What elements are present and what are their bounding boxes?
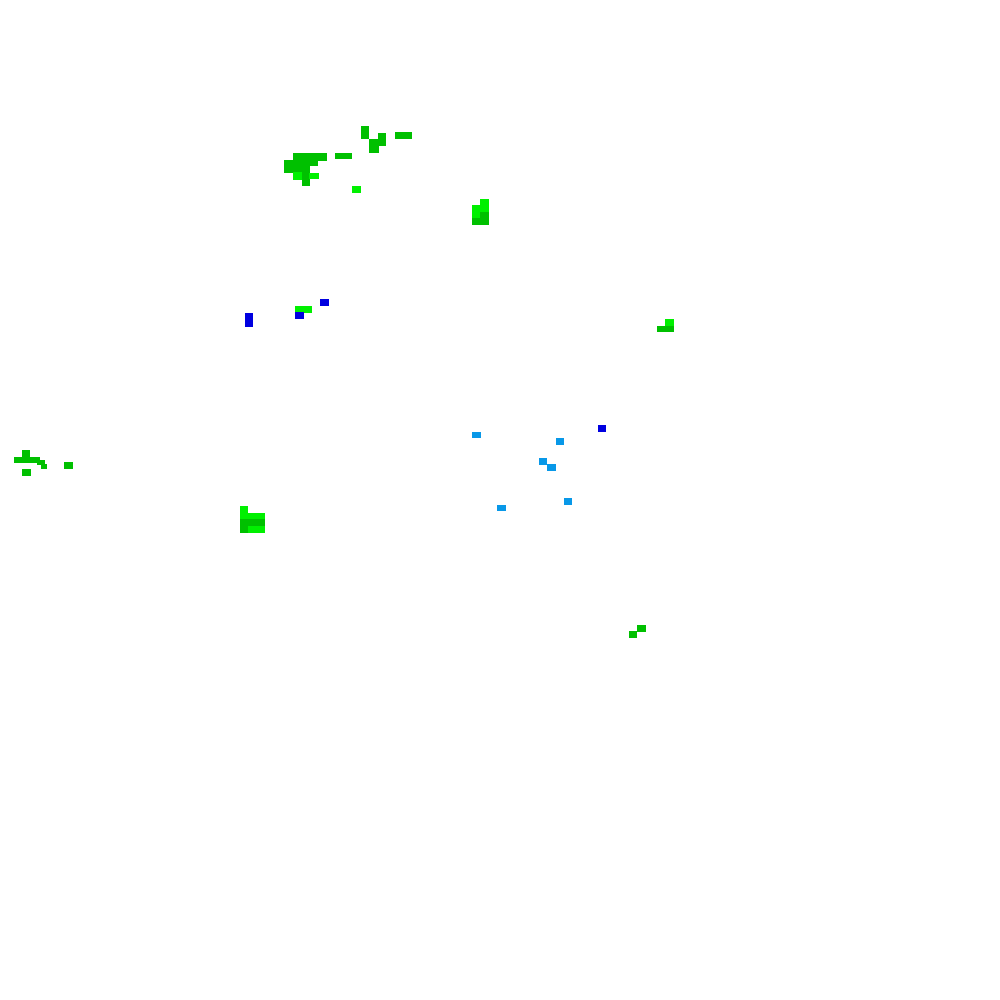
cluster-center bbox=[472, 425, 606, 511]
pixel-patch bbox=[335, 153, 352, 159]
pixel-patch bbox=[665, 319, 674, 327]
pixel-patch bbox=[361, 126, 369, 139]
pixel-patch bbox=[22, 450, 30, 458]
pixel-patch bbox=[240, 519, 265, 526]
pixel-patch bbox=[564, 498, 572, 505]
pixel-patch bbox=[395, 132, 412, 139]
cluster-far-left bbox=[14, 450, 73, 476]
cluster-top-center bbox=[472, 199, 489, 225]
pixel-patch bbox=[472, 432, 481, 438]
pixel-patch bbox=[41, 464, 47, 469]
pixel-patch bbox=[320, 299, 329, 306]
cluster-top-left bbox=[284, 153, 361, 193]
pixel-patch bbox=[295, 312, 304, 319]
pixel-patch bbox=[240, 506, 248, 514]
pixel-patch bbox=[295, 306, 312, 313]
pixel-patch bbox=[547, 464, 556, 471]
pixel-patch bbox=[309, 173, 319, 179]
pixel-patch bbox=[302, 172, 310, 186]
pixel-patch bbox=[240, 513, 265, 520]
pixel-patch bbox=[245, 313, 253, 327]
cluster-right bbox=[657, 319, 674, 332]
pixel-patch bbox=[497, 505, 506, 511]
pixel-patch bbox=[240, 526, 249, 533]
pixel-patch bbox=[472, 218, 489, 225]
pixel-patch bbox=[352, 186, 361, 193]
pixel-patch bbox=[284, 165, 310, 173]
pixel-patch bbox=[480, 212, 489, 219]
pixel-patch bbox=[480, 199, 489, 207]
pixel-patch bbox=[64, 462, 73, 469]
pixel-patch bbox=[248, 526, 265, 533]
pixel-patch bbox=[539, 458, 547, 465]
pixel-patch bbox=[293, 172, 303, 180]
pixel-patch bbox=[284, 160, 318, 166]
cluster-top bbox=[361, 126, 412, 153]
pixel-patch bbox=[37, 460, 45, 465]
pixel-patch bbox=[293, 153, 327, 161]
pixel-patch bbox=[378, 133, 386, 146]
pixel-patch bbox=[598, 425, 606, 432]
cluster-left-center bbox=[245, 299, 329, 327]
pixel-patch bbox=[14, 457, 40, 463]
pixel-patch bbox=[369, 139, 379, 153]
pixel-patch bbox=[657, 326, 674, 332]
cluster-lower-right bbox=[629, 625, 646, 638]
pixel-patch bbox=[472, 212, 481, 219]
pixel-patch bbox=[472, 205, 489, 213]
cluster-lower-left bbox=[240, 506, 265, 533]
pixel-patch bbox=[629, 631, 637, 638]
pixel-patch bbox=[22, 469, 31, 476]
pixel-patch bbox=[556, 438, 564, 445]
pixel-patch bbox=[637, 625, 646, 632]
